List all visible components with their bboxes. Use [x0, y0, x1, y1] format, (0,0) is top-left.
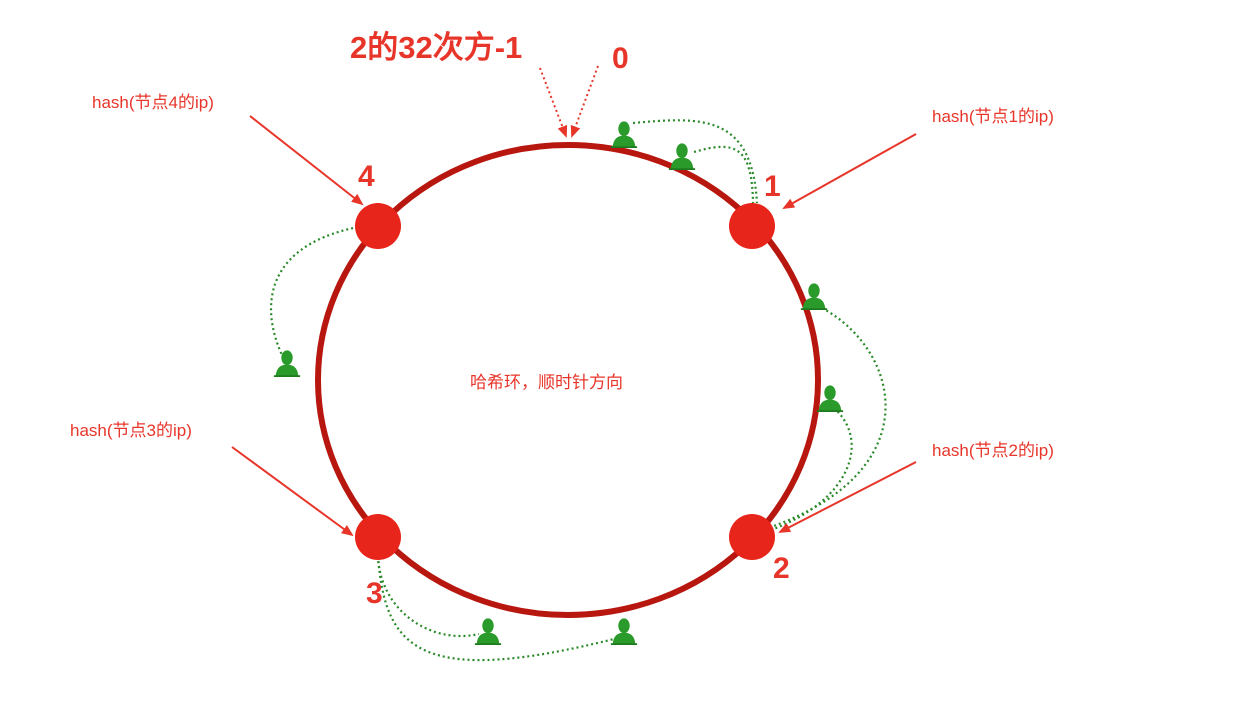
user-link: [693, 145, 755, 204]
hash-ring: [315, 142, 821, 618]
user-icon: [273, 350, 301, 377]
ring-center-label: 哈希环，顺时针方向: [470, 373, 623, 392]
node-1-label: 1: [764, 170, 781, 203]
user-link: [376, 555, 619, 662]
user-icon: [610, 618, 638, 645]
node-3-circle: [355, 514, 401, 560]
node-4-arrow: [249, 115, 364, 206]
node-2-arrow: [778, 461, 917, 533]
node-1-circle: [729, 203, 775, 249]
user-link: [269, 225, 359, 366]
zero-pointer-arrow: [570, 65, 599, 138]
node-1-hash-label: hash(节点1的ip): [932, 107, 1054, 126]
user-link: [770, 307, 887, 529]
max-pointer-arrow: [539, 67, 568, 138]
node-3-hash-label: hash(节点3的ip): [70, 421, 192, 440]
user-icon: [610, 121, 638, 148]
node-2-hash-label: hash(节点2的ip): [932, 441, 1054, 460]
user-icon: [474, 618, 502, 645]
user-link: [770, 407, 853, 532]
max-value-label: 2的32次方-1: [350, 30, 522, 65]
user-link: [632, 119, 759, 204]
node-3-label: 3: [366, 577, 383, 610]
user-icon: [816, 385, 844, 412]
zero-label: 0: [612, 42, 629, 75]
node-4-circle: [355, 203, 401, 249]
node-4-label: 4: [358, 160, 375, 193]
node-2-label: 2: [773, 552, 790, 585]
node-4-hash-label: hash(节点4的ip): [92, 93, 214, 112]
node-3-arrow: [231, 446, 354, 537]
node-2-circle: [729, 514, 775, 560]
user-icon: [668, 143, 696, 170]
node-1-arrow: [782, 133, 917, 209]
